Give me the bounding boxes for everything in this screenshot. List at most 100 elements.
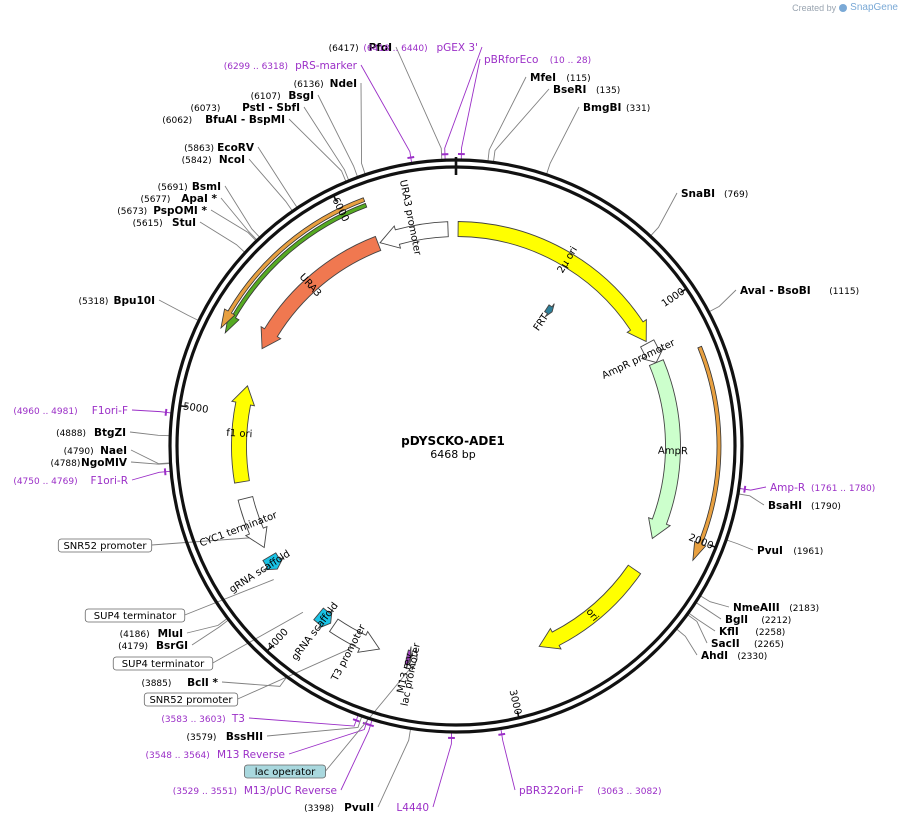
boxed-label-lac-operator[interactable]: lac operator xyxy=(243,764,326,779)
enzyme-avai-bsobi[interactable]: AvaI - BsoBI(1115) xyxy=(740,285,859,297)
enzyme-name: KflI xyxy=(719,626,739,638)
primer-l4440[interactable]: L4440 xyxy=(396,802,429,814)
enzyme-bseri[interactable]: BseRI(135) xyxy=(553,84,620,96)
enzyme-nmeaiii[interactable]: NmeAIII(2183) xyxy=(733,602,819,614)
plasmid-name: pDYSCKO-ADE1 xyxy=(401,434,505,448)
enzyme-bpu10i[interactable]: Bpu10I(5318) xyxy=(78,295,155,307)
enzyme-ecorv[interactable]: EcoRV(5863) xyxy=(184,142,255,154)
enzyme-ahdi[interactable]: AhdI(2330) xyxy=(701,650,767,662)
enzyme-naei[interactable]: NaeI(4790) xyxy=(64,445,127,457)
leader-line xyxy=(360,64,413,163)
leader-line xyxy=(210,209,257,241)
feature-ampr-promoter[interactable] xyxy=(639,339,664,363)
enzyme-psti-sbfi[interactable]: PstI - SbfI(6073) xyxy=(190,102,300,114)
primer-f1ori-f[interactable]: F1ori-F(4960 .. 4981) xyxy=(13,405,128,417)
enzyme-bsahi[interactable]: BsaHI(1790) xyxy=(768,500,841,512)
enzyme-bsrgi[interactable]: BsrGI(4179) xyxy=(118,640,188,652)
site-labels: PfoI(6417) MfeI(115)BseRI(135) BmgBI(331) N… xyxy=(13,42,875,814)
feature-ura3[interactable] xyxy=(260,235,382,350)
enzyme-snabi[interactable]: SnaBI(769) xyxy=(681,188,748,200)
leader-line xyxy=(266,716,363,737)
primer-name: pGEX 3' xyxy=(436,42,478,54)
feature-cyc1-terminator[interactable] xyxy=(237,496,268,549)
enzyme-bfuai-bspmi[interactable]: BfuAI - BspMI(6062) xyxy=(162,114,285,126)
enzyme-ngomiv[interactable]: NgoMIV(4788) xyxy=(50,457,127,469)
leader-line xyxy=(257,146,298,208)
leader-line xyxy=(546,106,580,174)
leader-line xyxy=(676,628,698,656)
tick-mark xyxy=(266,645,273,652)
primer-m13-reverse[interactable]: M13 Reverse(3548 .. 3564) xyxy=(146,749,285,761)
enzyme-bsshii[interactable]: BssHII(3579) xyxy=(186,731,263,743)
feature-2-ori[interactable] xyxy=(457,221,647,343)
primer-pbrforeco[interactable]: pBRforEco(10 .. 28) xyxy=(484,54,591,66)
primer-t3[interactable]: T3(3583 .. 3603) xyxy=(161,713,245,725)
primer-m13-puc-reverse[interactable]: M13/pUC Reverse(3529 .. 3551) xyxy=(173,785,337,797)
enzyme-position: (2265) xyxy=(754,640,784,650)
feature-ampr[interactable] xyxy=(648,359,681,540)
enzyme-pfoi[interactable]: PfoI(6417) xyxy=(329,42,392,54)
enzyme-btgzi[interactable]: BtgZI(4888) xyxy=(56,427,126,439)
primer-position: (10 .. 28) xyxy=(550,56,591,66)
primer-bind-mark xyxy=(352,718,360,723)
boxed-label-snr52-promoter[interactable]: SNR52 promoter xyxy=(143,692,239,707)
enzyme-pvuii[interactable]: PvuII(3398) xyxy=(304,802,374,814)
enzyme-mlui[interactable]: MluI(4186) xyxy=(120,628,183,640)
center-label: pDYSCKO-ADE1 6468 bp xyxy=(401,434,505,461)
enzyme-ndei[interactable]: NdeI(6136) xyxy=(294,78,357,90)
label-box xyxy=(143,692,239,707)
enzyme-apai[interactable]: ApaI *(5677) xyxy=(140,193,217,205)
feature-grna-scaffold[interactable] xyxy=(262,552,285,571)
boxed-label-snr52-promoter[interactable]: SNR52 promoter xyxy=(57,538,153,553)
leader-line xyxy=(224,185,260,238)
leader-line xyxy=(726,539,754,551)
enzyme-bsgi[interactable]: BsgI(6107) xyxy=(251,90,314,102)
feature-f1-ori[interactable] xyxy=(230,385,256,484)
enzyme-pvui[interactable]: PvuI(1961) xyxy=(757,545,823,557)
primer-pbr322ori-f[interactable]: pBR322ori-F(3063 .. 3082) xyxy=(519,785,661,797)
primer-name: pBR322ori-F xyxy=(519,785,584,797)
tick-mark xyxy=(332,194,338,202)
enzyme-bcli[interactable]: BclI *(3885) xyxy=(141,677,218,689)
enzyme-bmgbi[interactable]: BmgBI(331) xyxy=(583,102,650,114)
enzyme-name: ApaI * xyxy=(181,193,217,205)
boxed-label-sup4-terminator[interactable]: SUP4 terminator xyxy=(112,656,214,671)
leader-line xyxy=(395,46,443,160)
enzyme-name: NcoI xyxy=(219,154,245,166)
enzyme-pspomi[interactable]: PspOMI *(5673) xyxy=(117,205,207,217)
enzyme-position: (1115) xyxy=(829,287,859,297)
feature-m13-rev[interactable] xyxy=(404,646,412,670)
leader-line xyxy=(444,46,483,160)
enzyme-position: (769) xyxy=(724,190,748,200)
feature-label: URA3 promoter xyxy=(397,179,423,257)
primer-pgex-3[interactable]: pGEX 3' (6418 .. 6440) xyxy=(363,42,478,54)
enzyme-sacii[interactable]: SacII(2265) xyxy=(711,638,784,650)
enzyme-mfei[interactable]: MfeI(115) xyxy=(530,72,591,84)
feature-frt[interactable] xyxy=(543,303,555,318)
feature-ori[interactable] xyxy=(538,564,642,650)
leader-line xyxy=(360,82,366,174)
enzyme-bgli[interactable]: BglI (2212) xyxy=(725,614,791,626)
leader-line xyxy=(184,579,274,616)
primer-position: (6418 .. 6440) xyxy=(363,44,427,54)
enzyme-stui[interactable]: StuI(5615) xyxy=(133,217,196,229)
enzyme-kfli[interactable]: KflI(2258) xyxy=(719,626,785,638)
boxed-label-sup4-terminator[interactable]: SUP4 terminator xyxy=(84,608,186,623)
feature-grna-scaffold[interactable] xyxy=(313,607,333,630)
enzyme-name: BglI xyxy=(725,614,748,626)
primer-position: (4960 .. 4981) xyxy=(13,407,77,417)
feature-t3-promoter[interactable] xyxy=(328,618,381,653)
primer-bind-mark xyxy=(164,408,168,416)
primer-f1ori-r[interactable]: F1ori-R(4750 .. 4769) xyxy=(13,475,128,487)
enzyme-position: (1790) xyxy=(811,502,841,512)
enzyme-position: (2330) xyxy=(737,652,767,662)
primer-amp-r[interactable]: Amp-R(1761 .. 1780) xyxy=(770,482,875,494)
leader-lines xyxy=(129,46,767,808)
enzyme-position: (2212) xyxy=(761,616,791,626)
enzyme-position: (5615) xyxy=(133,219,163,229)
primer-prs-marker[interactable]: pRS-marker(6299 .. 6318) xyxy=(224,60,358,72)
enzyme-bsmi[interactable]: BsmI(5691) xyxy=(158,181,221,193)
enzyme-ncoi[interactable]: NcoI(5842) xyxy=(182,154,245,166)
feature-lac-promoter[interactable] xyxy=(408,647,418,671)
feature-ura3-promoter[interactable] xyxy=(379,221,449,249)
